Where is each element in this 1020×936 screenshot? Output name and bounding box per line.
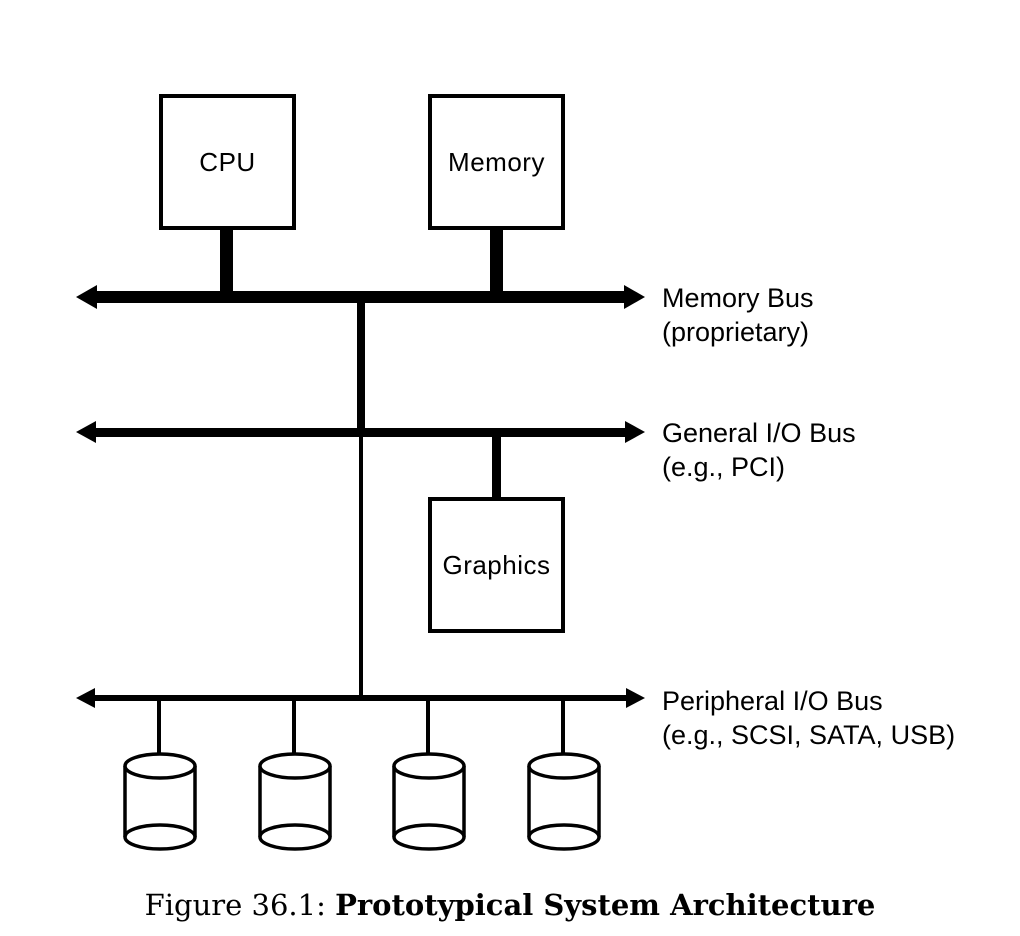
disk-cylinder-icon (258, 752, 332, 851)
general-io-bus-label-line2: (e.g., PCI) (662, 452, 786, 482)
cpu-label: CPU (199, 146, 256, 177)
general-io-bus-label: General I/O Bus (e.g., PCI) (662, 416, 856, 484)
memory-bus-label: Memory Bus (proprietary) (662, 281, 814, 349)
cpu-to-memory-bus-connector (220, 228, 233, 298)
memory-to-memory-bus-connector (490, 228, 503, 298)
general-io-bus-label-line1: General I/O Bus (662, 418, 856, 448)
disk-cylinder-icon (392, 752, 466, 851)
cpu-box: CPU (159, 94, 296, 230)
disk2-connector (292, 698, 296, 754)
disk-cylinder-icon (527, 752, 601, 851)
disk4-connector (561, 698, 565, 754)
memory-bus-to-general-io-bus-connector (357, 297, 365, 433)
peripheral-io-bus-right-arrow-icon (626, 688, 645, 708)
peripheral-io-bus-label-line2: (e.g., SCSI, SATA, USB) (662, 720, 956, 750)
general-io-bus-right-arrow-icon (625, 421, 645, 443)
general-io-bus-left-arrow-icon (76, 421, 96, 443)
peripheral-io-bus-line (92, 695, 629, 701)
memory-bus-label-line1: Memory Bus (662, 283, 814, 313)
memory-label: Memory (448, 146, 545, 177)
figure-caption: Figure 36.1: Prototypical System Archite… (0, 888, 1020, 922)
memory-bus-line (92, 291, 629, 303)
graphics-box: Graphics (428, 497, 565, 633)
figure-caption-prefix: Figure 36.1: (144, 888, 326, 922)
disk3-connector (426, 698, 430, 754)
memory-bus-label-line2: (proprietary) (662, 317, 810, 347)
peripheral-io-bus-label: Peripheral I/O Bus (e.g., SCSI, SATA, US… (662, 684, 955, 752)
memory-box: Memory (428, 94, 565, 230)
figure-caption-title: Prototypical System Architecture (335, 888, 876, 922)
general-io-bus-to-peripheral-io-bus-connector (359, 436, 363, 698)
graphics-label: Graphics (442, 549, 551, 580)
peripheral-io-bus-left-arrow-icon (76, 688, 95, 708)
graphics-to-general-io-bus-connector (492, 435, 501, 498)
memory-bus-right-arrow-icon (624, 285, 645, 309)
peripheral-io-bus-label-line1: Peripheral I/O Bus (662, 686, 883, 716)
general-io-bus-line (92, 428, 629, 437)
disk-cylinder-icon (123, 752, 197, 851)
disk1-connector (157, 698, 161, 754)
memory-bus-left-arrow-icon (76, 285, 97, 309)
